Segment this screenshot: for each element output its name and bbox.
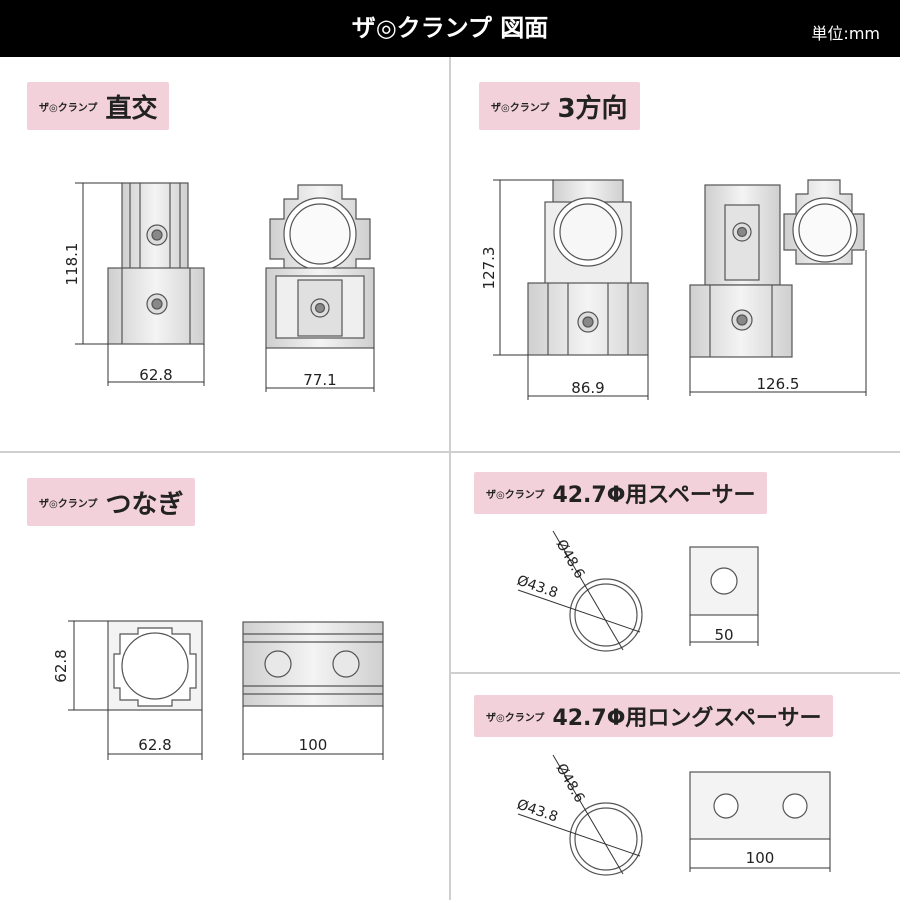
long-spacer-side-view <box>689 771 831 840</box>
unit-label: 単位:mm <box>811 24 880 43</box>
label-prefix: ザ◎クランプ <box>491 102 550 114</box>
dim-chokko-width: 62.8 <box>139 366 172 384</box>
long-spacer-ring <box>517 754 643 876</box>
label-prefix: ザ◎クランプ <box>486 489 545 501</box>
dim-spacer-inner: Ø43.8 <box>515 573 560 602</box>
chokko-front-view <box>107 182 205 345</box>
tsunagi-side-view <box>242 621 384 707</box>
dim-tsunagi-height: 62.8 <box>52 649 70 682</box>
dim-spacer-outer: Ø48.6 <box>553 537 588 582</box>
tsunagi-dimensions <box>68 620 384 760</box>
spacer-side-view <box>689 546 759 616</box>
dim-chokko-depth: 77.1 <box>303 371 336 389</box>
long-spacer-dimensions <box>689 839 831 872</box>
page-header: ザ◎クランプ 図面 単位:mm <box>0 0 900 57</box>
label-long-spacer: ザ◎クランプ 42.7Φ用ロングスペーサー <box>474 695 834 737</box>
dim-spacer-length: 50 <box>714 626 733 644</box>
dim-long-spacer-outer: Ø48.6 <box>553 761 588 806</box>
sanhoukou-dimensions <box>493 179 867 400</box>
label-chokko: ザ◎クランプ 直交 <box>27 82 170 130</box>
spacer-ring <box>517 530 643 652</box>
label-name: 3方向 <box>557 93 628 124</box>
label-prefix: ザ◎クランプ <box>39 498 98 510</box>
dim-long-spacer-inner: Ø43.8 <box>515 797 560 826</box>
divider-vertical <box>449 57 451 900</box>
label-name: 直交 <box>105 93 158 124</box>
dim-sanhoukou-height: 127.3 <box>480 247 498 290</box>
chokko-dimensions <box>75 182 375 392</box>
label-name: つなぎ <box>105 489 184 520</box>
label-spacer: ザ◎クランプ 42.7Φ用スペーサー <box>474 472 768 514</box>
page-title: ザ◎クランプ 図面 <box>351 14 549 42</box>
tsunagi-end-view <box>107 620 203 711</box>
label-sanhoukou: ザ◎クランプ 3方向 <box>479 82 640 130</box>
chokko-side-view <box>265 184 375 349</box>
spacer-dimensions <box>689 615 759 646</box>
label-name: 42.7Φ用スペーサー <box>552 483 756 508</box>
dim-sanhoukou-width: 86.9 <box>571 379 604 397</box>
dim-tsunagi-length: 100 <box>299 736 328 754</box>
sanhoukou-front-view <box>527 179 649 356</box>
label-tsunagi: ザ◎クランプ つなぎ <box>27 478 196 526</box>
divider-horizontal <box>0 451 900 453</box>
label-prefix: ザ◎クランプ <box>39 102 98 114</box>
divider-horizontal-right <box>451 672 900 674</box>
label-prefix: ザ◎クランプ <box>486 712 545 724</box>
dim-long-spacer-length: 100 <box>746 849 775 867</box>
dim-chokko-height: 118.1 <box>63 243 81 286</box>
dim-sanhoukou-depth: 126.5 <box>757 375 800 393</box>
sanhoukou-side-view <box>689 179 865 358</box>
dim-tsunagi-width: 62.8 <box>138 736 171 754</box>
label-name: 42.7Φ用ロングスペーサー <box>552 706 822 731</box>
